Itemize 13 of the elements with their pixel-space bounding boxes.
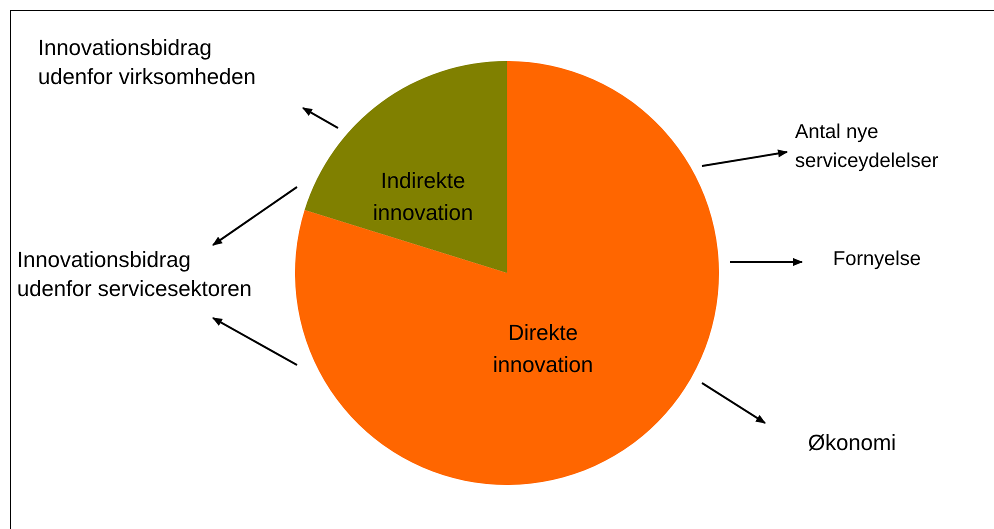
slice-label: Direkte innovation	[492, 319, 594, 379]
arrow	[212, 186, 298, 246]
annotation-text: Økonomi	[808, 428, 948, 457]
arrow	[212, 317, 298, 366]
annotation-text: Antal nye serviceydelelser	[795, 118, 985, 176]
annotation-text: Innovationsbidrag udenfor virksomheden	[38, 33, 288, 91]
arrow	[702, 150, 788, 167]
annotation-text: Innovationsbidrag udenfor servicesektoren	[17, 245, 265, 303]
arrow	[701, 382, 766, 424]
arrow	[302, 107, 338, 129]
slice-label: Indirekte innovation	[372, 167, 474, 227]
annotation-text: Fornyelse	[833, 245, 973, 274]
arrow	[730, 258, 803, 266]
